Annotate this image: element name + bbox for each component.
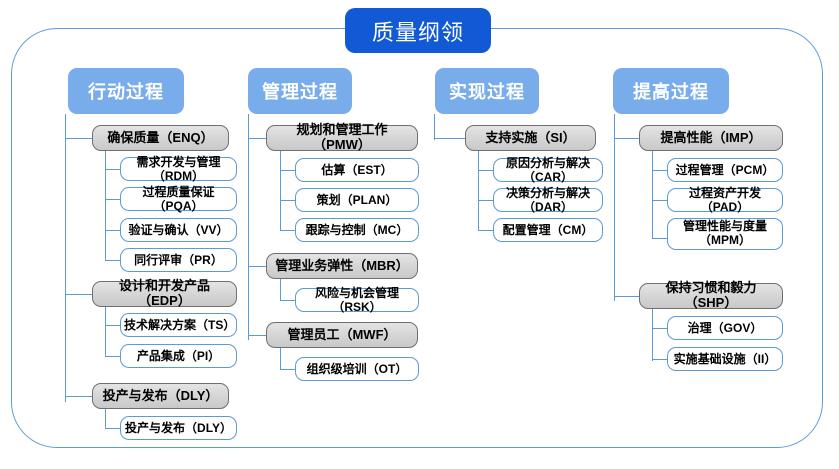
- leaf-branch-0-0-1: [105, 199, 121, 201]
- branch-col3-g0: [614, 138, 640, 140]
- leaf-branch-0-0-0: [105, 169, 121, 171]
- leaf-branch-3-0-1: [652, 200, 668, 202]
- leaf-branch-2-0-2: [478, 230, 494, 232]
- group-node-1-1[interactable]: 管理业务弹性（MBR）: [266, 253, 418, 279]
- branch-col3-g1: [614, 296, 640, 298]
- leaf-branch-1-0-0: [280, 170, 296, 172]
- leaf-node-2-0-0[interactable]: 原因分析与解决（CAR）: [493, 156, 603, 184]
- group-node-0-0[interactable]: 确保质量（ENQ）: [92, 125, 229, 151]
- leaf-branch-0-0-2: [105, 230, 121, 232]
- group-node-0-2[interactable]: 投产与发布（DLY）: [92, 383, 229, 409]
- branch-col0-g0: [65, 138, 93, 140]
- leaf-branch-2-0-0: [478, 170, 494, 172]
- spine-col-2: [434, 114, 436, 140]
- leaf-node-3-0-1[interactable]: 过程资产开发（PAD）: [667, 186, 783, 214]
- root-title: 质量纲领: [345, 8, 491, 53]
- leaf-branch-0-0-3: [105, 260, 121, 262]
- branch-col0-g1: [65, 294, 93, 296]
- leaf-branch-0-2-0: [105, 428, 121, 430]
- leaf-branch-3-1-1: [652, 359, 668, 361]
- spine-col-3: [614, 114, 616, 301]
- leaf-node-0-1-1[interactable]: 产品集成（PI）: [120, 344, 237, 368]
- leaf-node-0-0-1[interactable]: 过程质量保证（PQA）: [120, 185, 237, 213]
- group-node-1-2[interactable]: 管理员工（MWF）: [266, 322, 418, 348]
- spine-col-1: [248, 114, 250, 340]
- leaf-branch-1-2-0: [280, 369, 296, 371]
- leaf-node-3-1-0[interactable]: 治理（GOV）: [667, 316, 783, 340]
- group-node-3-1[interactable]: 保持习惯和毅力（SHP）: [639, 280, 783, 310]
- leaf-node-1-0-1[interactable]: 策划（PLAN）: [295, 188, 419, 212]
- column-header-2[interactable]: 实现过程: [435, 68, 539, 114]
- leaf-node-1-0-0[interactable]: 估算（EST）: [295, 158, 419, 182]
- group-node-1-0[interactable]: 规划和管理工作（PMW）: [266, 122, 418, 152]
- leaf-node-1-0-2[interactable]: 跟踪与控制（MC）: [295, 218, 419, 242]
- leaf-branch-2-0-1: [478, 200, 494, 202]
- leaf-node-1-2-0[interactable]: 组织级培训（OT）: [295, 357, 419, 381]
- branch-col2-g0: [434, 138, 466, 140]
- subspine-3-0: [652, 151, 654, 239]
- branch-col1-g0: [248, 138, 267, 140]
- leaf-branch-3-1-0: [652, 328, 668, 330]
- leaf-node-0-2-0[interactable]: 投产与发布（DLY）: [120, 416, 237, 440]
- spine-col-0: [65, 114, 67, 402]
- leaf-branch-3-0-0: [652, 170, 668, 172]
- subspine-3-1: [652, 309, 654, 361]
- leaf-branch-3-0-2: [652, 238, 668, 240]
- group-node-3-0[interactable]: 提高性能（IMP）: [639, 125, 783, 151]
- subspine-0-0: [105, 151, 107, 261]
- leaf-node-1-1-0[interactable]: 风险与机会管理（RSK）: [295, 286, 419, 314]
- leaf-node-2-0-1[interactable]: 决策分析与解决（DAR）: [493, 186, 603, 214]
- leaf-node-0-0-3[interactable]: 同行评审（PR）: [120, 248, 237, 272]
- branch-col1-g1: [248, 266, 267, 268]
- branch-col0-g2: [65, 396, 93, 398]
- leaf-branch-0-1-1: [105, 356, 121, 358]
- column-header-1[interactable]: 管理过程: [248, 68, 352, 114]
- leaf-node-3-0-2[interactable]: 管理性能与度量 （MPM）: [667, 218, 783, 250]
- branch-col1-g2: [248, 335, 267, 337]
- column-header-0[interactable]: 行动过程: [68, 68, 184, 114]
- leaf-branch-1-0-2: [280, 230, 296, 232]
- group-node-0-1[interactable]: 设计和开发产品（EDP）: [92, 278, 237, 308]
- column-header-3[interactable]: 提高过程: [613, 68, 729, 114]
- leaf-node-3-1-1[interactable]: 实施基础设施（II）: [667, 347, 783, 371]
- leaf-branch-1-1-0: [280, 300, 296, 302]
- group-node-2-0[interactable]: 支持实施（SI）: [465, 125, 596, 151]
- subspine-1-1: [280, 279, 282, 301]
- leaf-node-3-0-0[interactable]: 过程管理（PCM）: [667, 158, 783, 182]
- leaf-branch-1-0-1: [280, 200, 296, 202]
- subspine-1-0: [280, 151, 282, 231]
- leaf-node-0-0-0[interactable]: 需求开发与管理（RDM）: [120, 155, 237, 183]
- leaf-node-0-0-2[interactable]: 验证与确认（VV）: [120, 218, 237, 242]
- leaf-node-0-1-0[interactable]: 技术解决方案（TS）: [120, 313, 237, 337]
- subspine-0-1: [105, 307, 107, 357]
- subspine-1-2: [280, 348, 282, 370]
- leaf-branch-0-1-0: [105, 325, 121, 327]
- leaf-node-2-0-2[interactable]: 配置管理（CM）: [493, 218, 603, 242]
- subspine-2-0: [478, 151, 480, 231]
- subspine-0-2: [105, 409, 107, 429]
